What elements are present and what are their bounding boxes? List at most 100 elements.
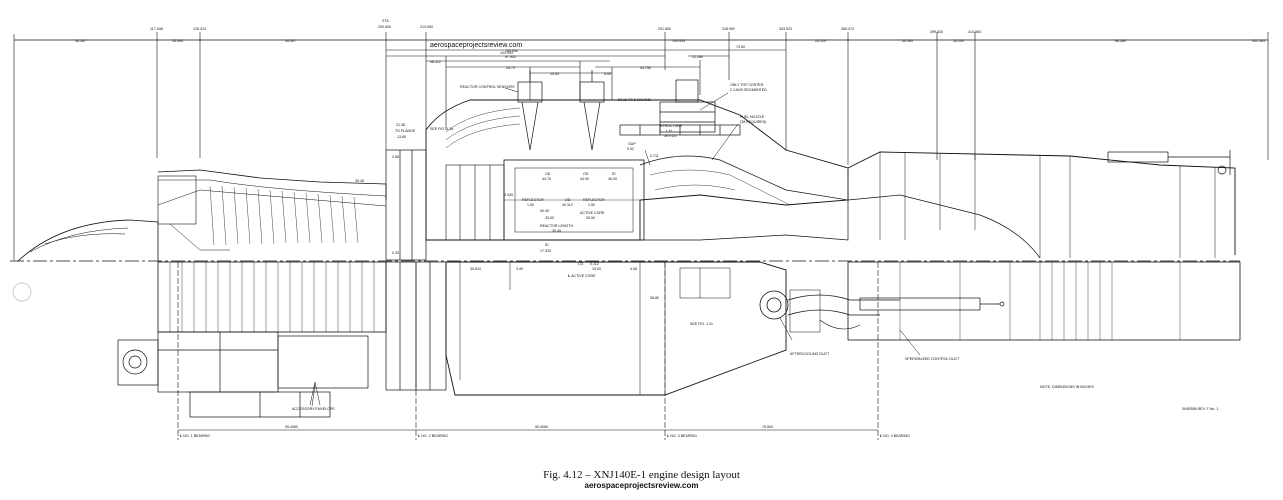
dim-3945: 39.45 <box>355 179 364 183</box>
label-speed-bleed: SPEED/BLEED CONTROL DUCT <box>905 357 960 361</box>
dim-3045: 30.45 <box>540 209 549 213</box>
label-od-cv: 40.112 <box>562 203 573 207</box>
label-id-1v: 46.00 <box>608 177 617 181</box>
dim-30360: 30.360 <box>902 39 913 43</box>
dim-bearing-span-3: 75.500 <box>762 425 773 429</box>
dim-39610: 39.610 <box>470 267 481 271</box>
station-369: 369.473 <box>841 27 854 31</box>
label-aftercooling: AFTERCOOLING DUCT <box>790 352 830 356</box>
label-bearing-2: ℄ NO. 2 BEARING <box>417 434 448 438</box>
bearing-centerlines <box>177 262 879 440</box>
top-center-structure <box>619 79 741 136</box>
label-bearing-4: ℄ NO. 4 BEARING <box>879 434 910 438</box>
exhaust-duct-upper <box>847 151 1236 255</box>
leader-lines <box>311 87 921 407</box>
label-top-center-2: 2 CANS SEGMENTED <box>730 88 767 92</box>
dim-25129: 25.129 <box>815 39 826 43</box>
label-reactor-sensors: REACTOR CONTROL SENSORS <box>460 85 515 89</box>
label-reflector-left-v: 1.50 <box>527 203 534 207</box>
dim-155950: 155.950 <box>505 49 518 53</box>
label-id-1: ID <box>612 172 616 176</box>
station-sta-label: STA <box>382 19 389 23</box>
dim-bearing-span-2: 90.4060 <box>535 425 548 429</box>
dim-1500-lower: 15.00 <box>592 267 601 271</box>
dim-3050: 30.50 <box>586 216 595 220</box>
station-414: 414.983 <box>968 30 981 34</box>
label-top-center-1: ONLY TOP CENTER <box>730 83 764 87</box>
dim-3300: 33.00 <box>545 216 554 220</box>
compressor-lower-section <box>157 261 387 333</box>
label-od-2v: 44.90 <box>580 177 589 181</box>
margin-hole <box>12 282 32 302</box>
dim-34750: 34.750 <box>640 66 651 70</box>
station-318: 318.992 <box>722 27 735 31</box>
reactor-upper-shroud <box>425 99 849 241</box>
dim-48112: 48.112 <box>430 60 441 64</box>
label-active-core: ACTIVE CORE <box>580 211 605 215</box>
dim-35340: 35.340 <box>172 39 183 43</box>
dim-356: 3.56 <box>392 155 399 159</box>
label-gap-1: GAP <box>628 142 636 146</box>
watermark-top: aerospaceprojectsreview.com <box>430 42 522 49</box>
exhaust-actuator <box>1107 150 1231 175</box>
station-200: 200.500 <box>378 25 391 29</box>
label-to-flange: TO FLANGE <box>395 129 416 133</box>
dim-4373: 43.73 <box>506 66 515 70</box>
label-od-c: OD <box>565 198 571 202</box>
label-drawing-no: 304R556 REV. F No. 1 <box>1182 407 1218 411</box>
label-active-core-cl: ℄ ACTIVE CORE <box>567 274 596 278</box>
inlet-spinner <box>17 219 159 262</box>
dim-1380: 13.80 <box>397 135 406 139</box>
station-343: 343.923 <box>779 27 792 31</box>
exhaust-tube-lower <box>847 261 1241 341</box>
dim-1500: 15.00 <box>550 72 559 76</box>
station-ticks <box>13 32 1269 260</box>
compressor-blades-upper <box>209 185 359 246</box>
dim-340: 3.40 <box>516 267 523 271</box>
label-structure-3: 39.9 DL <box>664 134 677 138</box>
label-cg-v: 0.112 <box>590 262 599 266</box>
label-reactor-length-v: 39.45 <box>552 229 561 233</box>
label-cg: CG <box>578 262 584 266</box>
figure-caption: Fig. 4.12 – XNJ140E-1 engine design layo… <box>543 469 740 481</box>
tail-shaft <box>859 297 1005 311</box>
dim-406: 4.06 <box>630 267 637 271</box>
label-od-1: OD <box>545 172 551 176</box>
label-engine-center: 50.16 TO ℄ ENGINE <box>618 98 652 102</box>
dim-86380: 86.380 <box>1115 39 1126 43</box>
dim-44397: 44.397 <box>285 39 296 43</box>
label-id-bottom-v: 17.333 <box>540 249 551 253</box>
dim-97902: 97.902 <box>505 55 516 59</box>
aftercooling-duct <box>759 289 900 333</box>
dim-104993: 104.993 <box>500 51 513 55</box>
label-bearing-3: ℄ NO. 3 BEARING <box>666 434 697 438</box>
label-see-fig-12a: SEE FIG. 1.2a <box>430 127 453 131</box>
nested-dimension-lines <box>386 49 786 130</box>
turbine-upper <box>639 155 849 241</box>
label-structure-1: STRUCTURE <box>660 124 683 128</box>
label-accessory: ACCESSORY ENVELOPE <box>292 407 335 411</box>
label-od-2: OD <box>583 172 589 176</box>
dim-21280: 21.280 <box>692 55 703 59</box>
label-note: NOTE: DIMENSIONS IN INCHES <box>1040 385 1095 389</box>
dim-2138: 21.38 <box>396 123 405 127</box>
station-291: 291.892 <box>658 27 671 31</box>
dim-36187: 36.187 <box>75 39 86 43</box>
exhaust-frames <box>879 152 1216 258</box>
dim-500: 5.00 <box>604 72 611 76</box>
dim-039: 0.39 <box>392 251 399 255</box>
label-gap-2: 0.02 <box>627 147 634 151</box>
label-bearing-1: ℄ NO. 1 BEARING <box>179 434 210 438</box>
label-od-1v: 44.70 <box>542 177 551 181</box>
reactor-inner-structure <box>445 164 505 241</box>
dim-0711: 0.711 <box>650 154 659 158</box>
dim-3680: 36.80 <box>650 296 659 300</box>
label-fuel-nozzle-1: FUEL NOZZLE <box>740 115 765 119</box>
dim-3345: 3.345 <box>504 193 513 197</box>
accessory-gearbox <box>117 331 369 418</box>
compressor-casing <box>157 169 387 200</box>
label-fuel-nozzle-2: (38 REQUIRED) <box>740 120 766 124</box>
label-reflector-left: REFLECTOR <box>522 198 544 202</box>
label-reactor-length: REACTOR LENGTH <box>540 224 573 228</box>
